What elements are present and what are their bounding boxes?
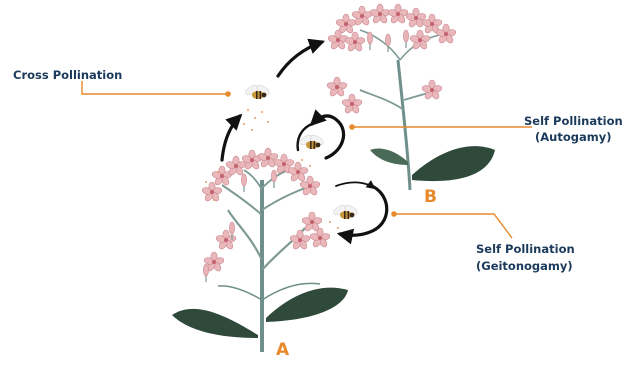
plant-a-flowers [201,148,330,282]
bee-geitonogamy [332,203,359,219]
leader-geitonogamy [394,214,512,238]
plant-b-leaf-left [370,149,408,166]
plant-a-leaf-left [172,309,258,338]
plant-a-leaf-right [266,288,348,322]
arrow-cross-up [222,116,240,160]
plant-a: A [172,148,348,360]
arrow-geitonogamy-top [336,182,374,188]
plant-b-letter: B [424,187,437,207]
label-self-autogamy-line2: (Autogamy) [535,130,611,144]
arrow-cross-to-b [278,42,322,76]
plant-b: B [326,4,495,207]
bee-cross [244,83,271,99]
plant-b-leaf-right [412,146,495,181]
plant-b-stem [398,60,410,190]
plant-b-flowers [326,4,456,114]
label-self-geitonogamy-line2: (Geitonogamy) [476,259,573,273]
leader-cross [82,81,228,94]
bee-autogamy [298,133,325,149]
label-cross-pollination: Cross Pollination [13,68,122,82]
label-self-geitonogamy-line1: Self Pollination [476,242,575,256]
label-self-autogamy-line1: Self Pollination [524,114,623,128]
plant-a-letter: A [276,340,290,360]
